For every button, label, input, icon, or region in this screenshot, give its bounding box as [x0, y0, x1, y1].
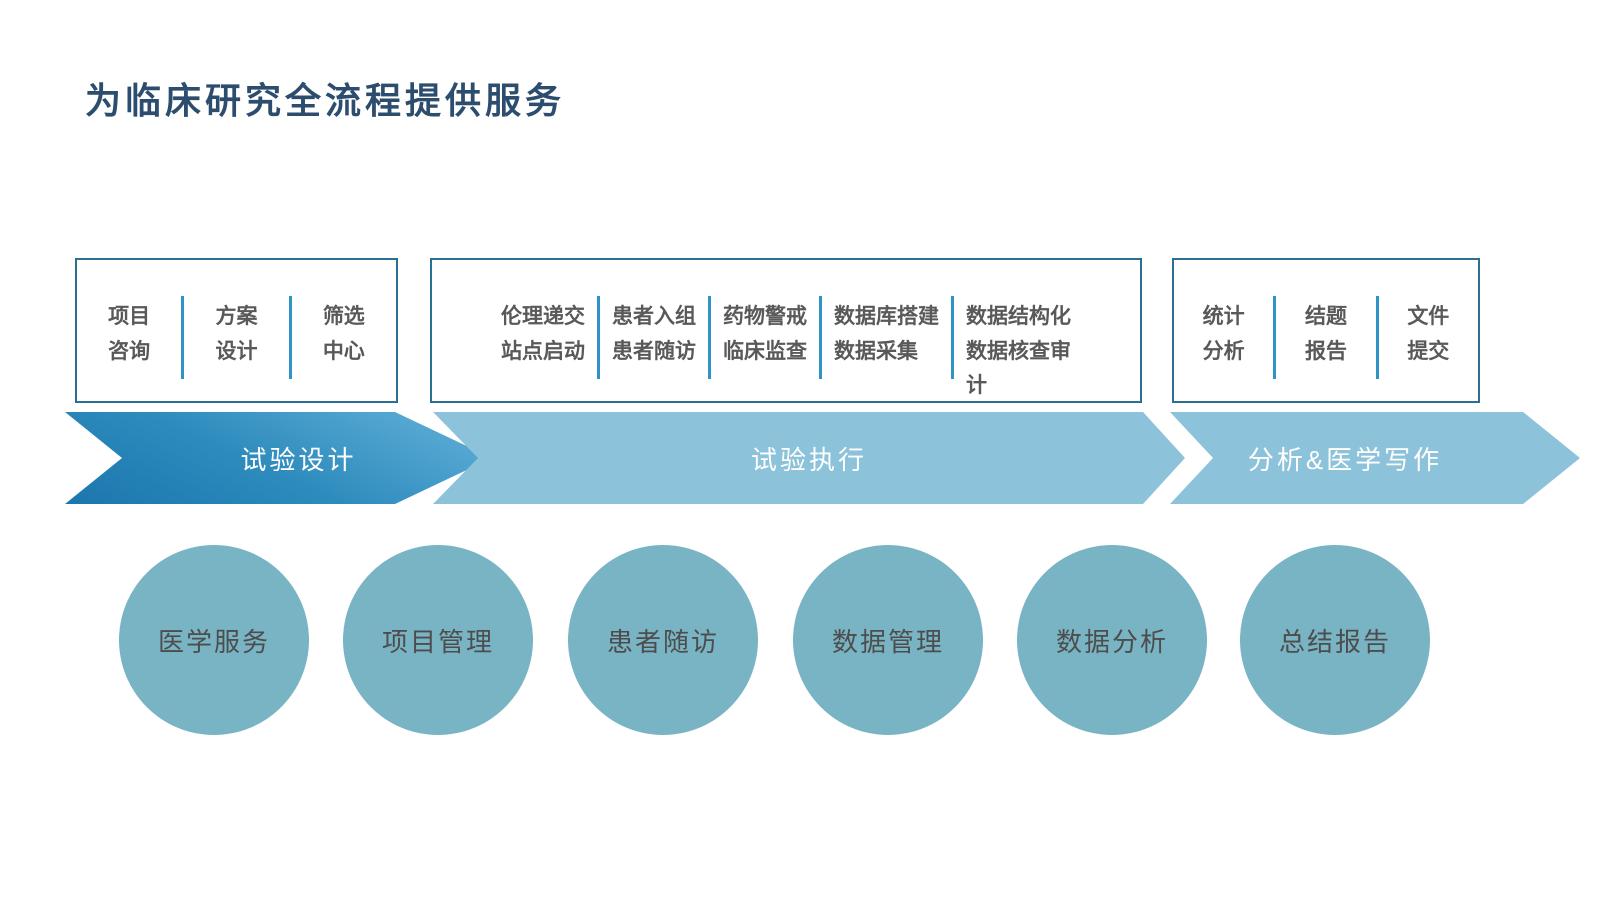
- stage-execution-box: 伦理递交 站点启动 患者入组 患者随访 药物警戒 临床监查 数据库搭建 数据采集…: [430, 258, 1142, 403]
- service-circle: 项目管理: [343, 545, 533, 735]
- service-item: 方案 设计: [215, 305, 258, 363]
- service-circle: 数据管理: [793, 545, 983, 735]
- service-circle-label: 医学服务: [157, 626, 270, 657]
- service-circle: 患者随访: [568, 545, 758, 735]
- service-item: 数据结构化 数据核查审 计: [966, 305, 1071, 398]
- service-circle-label: 数据分析: [1055, 626, 1168, 657]
- service-item: 患者入组 患者随访: [612, 305, 696, 363]
- service-item: 文件 提交: [1407, 305, 1450, 363]
- stage-banner-design: 试验设计: [65, 412, 492, 504]
- divider: [708, 296, 711, 379]
- service-item: 药物警戒 临床监查: [723, 305, 807, 363]
- service-circle-label: 患者随访: [606, 626, 719, 657]
- service-item: 统计 分析: [1202, 305, 1245, 363]
- stage-banner-label: 试验设计: [240, 444, 357, 475]
- divider: [951, 296, 954, 379]
- service-circle-label: 数据管理: [831, 626, 944, 657]
- divider: [819, 296, 822, 379]
- divider: [181, 296, 185, 379]
- service-circle: 数据分析: [1017, 545, 1207, 735]
- service-circle-label: 总结报告: [1278, 626, 1391, 657]
- divider: [1273, 296, 1277, 379]
- divider: [288, 296, 292, 379]
- page-title: 为临床研究全流程提供服务: [85, 80, 566, 121]
- service-item: 数据库搭建 数据采集: [834, 305, 939, 363]
- stage-design-box: 项目 咨询 方案 设计 筛选 中心: [75, 258, 398, 403]
- divider: [1375, 296, 1379, 379]
- stage-banner-label: 试验执行: [750, 444, 867, 475]
- service-circle-label: 项目管理: [381, 626, 494, 657]
- divider: [597, 296, 600, 379]
- service-item: 结题 报告: [1304, 305, 1347, 363]
- stage-analysis-box: 统计 分析 结题 报告 文件 提交: [1172, 258, 1480, 403]
- service-item: 伦理递交 站点启动: [501, 305, 585, 363]
- service-item: 项目 咨询: [108, 305, 151, 363]
- service-circle: 医学服务: [119, 545, 309, 735]
- service-circle: 总结报告: [1240, 545, 1430, 735]
- stage-banner-label: 分析&医学写作: [1247, 444, 1443, 475]
- service-item: 筛选 中心: [322, 305, 365, 363]
- stage-banner-execution: 试验执行: [433, 412, 1185, 504]
- stage-banner-analysis: 分析&医学写作: [1170, 412, 1580, 504]
